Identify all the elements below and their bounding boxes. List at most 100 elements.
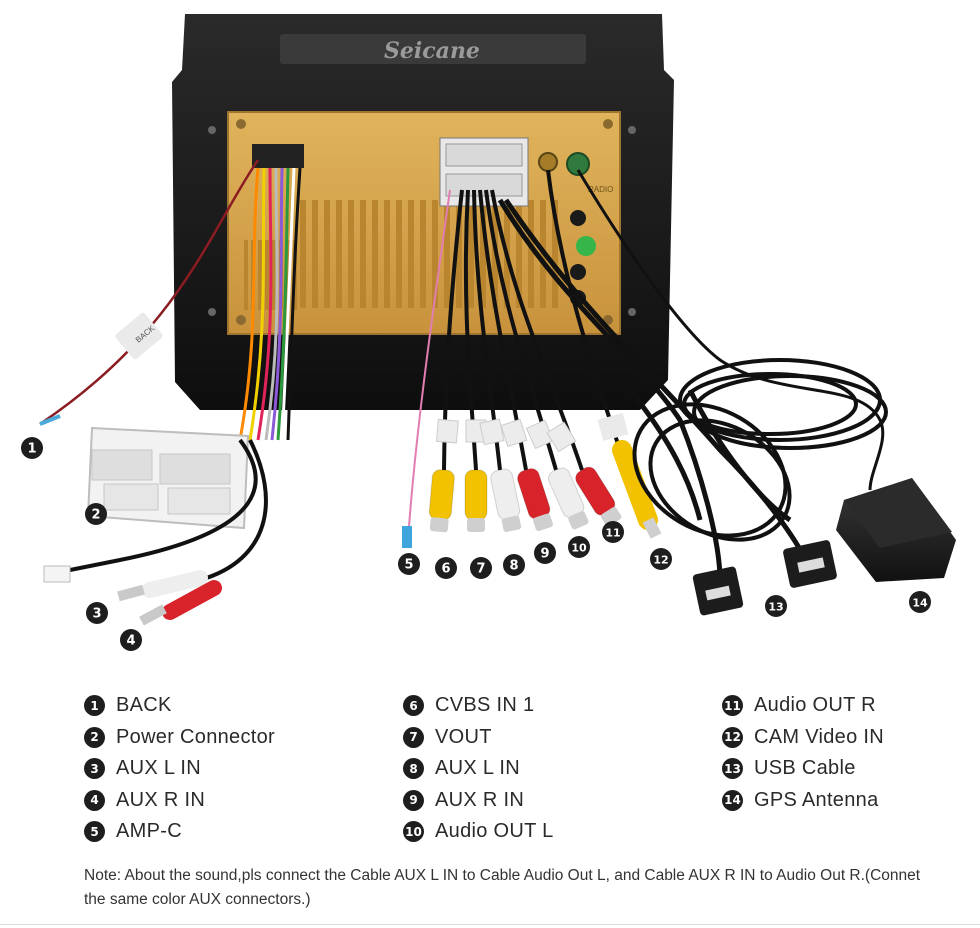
legend-label: AMP-C [116, 820, 182, 843]
brand-plate [280, 34, 586, 64]
usb-plug-2 [783, 540, 837, 588]
gps-cable-coil [632, 358, 888, 542]
svg-text:14: 14 [912, 597, 928, 610]
head-unit: Seicane RADIO [172, 14, 674, 410]
power-connector-plug [86, 426, 250, 530]
svg-text:3: 3 [92, 607, 101, 622]
legend-number-badge: 4 [84, 789, 105, 811]
legend-number-badge: 10 [403, 821, 424, 843]
svg-text:11: 11 [605, 527, 620, 540]
callout-7: 7 [470, 557, 492, 579]
svg-text:7: 7 [476, 562, 485, 577]
product-photo: Seicane RADIO BACK [21, 14, 956, 651]
legend-item: 5 AMP-C [84, 816, 275, 848]
legend-column-1: 1 BACK 2 Power Connector 3 AUX L IN 4 AUX R IN 5… [84, 690, 275, 848]
callout-1: 1 [21, 437, 43, 459]
legend-number-badge: 7 [403, 726, 424, 748]
callout-4: 4 [120, 629, 142, 651]
svg-text:6: 6 [441, 562, 450, 577]
legend-label: AUX L IN [435, 757, 521, 780]
callout-8: 8 [503, 554, 525, 576]
radio-port [538, 152, 558, 172]
callout-5: 5 [398, 553, 420, 575]
legend-label: AUX L IN [116, 757, 202, 780]
callout-12: 12 [650, 548, 672, 570]
legend-number-badge: 12 [722, 726, 743, 748]
cam-video-in-plug [612, 440, 662, 539]
aux-l-in-plug-left [117, 570, 208, 602]
legend-number-badge: 6 [403, 695, 424, 717]
legend-number-badge: 11 [722, 695, 743, 717]
legend-item: 9 AUX R IN [403, 785, 554, 817]
audio-out-r-plug [546, 421, 622, 527]
aux-r-in-plug [500, 418, 553, 531]
legend-item: 10 Audio OUT L [403, 816, 554, 848]
callout-14: 14 [909, 591, 931, 613]
legend-item: 1 BACK [84, 690, 275, 722]
legend-label: Audio OUT L [435, 820, 554, 843]
svg-text:9: 9 [540, 547, 549, 562]
svg-text:8: 8 [509, 559, 518, 574]
legend-label: BACK [116, 694, 172, 717]
amp-c-tip [402, 526, 412, 548]
svg-text:2: 2 [91, 508, 100, 523]
svg-text:13: 13 [768, 601, 783, 614]
legend-label: AUX R IN [435, 788, 525, 811]
usb-plug-1 [692, 566, 744, 616]
aux-r-in-plug-left [139, 580, 222, 626]
svg-text:5: 5 [404, 558, 413, 573]
legend-item: 6 CVBS IN 1 [403, 690, 554, 722]
legend-number-badge: 14 [722, 789, 743, 811]
legend-number-badge: 13 [722, 758, 743, 780]
callout-2: 2 [85, 503, 107, 525]
gps-port [566, 152, 590, 176]
svg-text:4: 4 [126, 634, 135, 649]
legend-item: 2 Power Connector [84, 722, 275, 754]
callout-9: 9 [534, 542, 556, 564]
back-wire-tip [39, 414, 61, 426]
callout-10: 10 [568, 536, 590, 558]
note-text: Note: About the sound,pls connect the Ca… [84, 867, 921, 908]
legend-label: CAM Video IN [754, 725, 884, 748]
cvbs-in-1-plug [428, 418, 459, 533]
amp-c-wire [407, 189, 451, 541]
legend-label: CVBS IN 1 [435, 694, 535, 717]
legend-label: Power Connector [116, 725, 276, 748]
legend-label: AUX R IN [116, 788, 206, 811]
svg-text:1: 1 [27, 442, 36, 457]
aux-l-in-plug [479, 418, 522, 532]
legend-number-badge: 9 [403, 789, 424, 811]
power-socket [252, 144, 304, 168]
callout-13: 13 [765, 595, 787, 617]
legend-column-3: 11 Audio OUT R 12 CAM Video IN 13 USB Cable 14… [722, 690, 884, 816]
legend-number-badge: 5 [84, 821, 105, 843]
legend-item: 13 USB Cable [722, 753, 884, 785]
legend-item: 4 AUX R IN [84, 785, 275, 817]
callout-3: 3 [86, 602, 108, 624]
legend-item: 12 CAM Video IN [722, 722, 884, 754]
vout-plug [464, 419, 488, 532]
bottom-divider [0, 924, 980, 925]
legend-label: Audio OUT R [754, 694, 876, 717]
callout-6: 6 [435, 557, 457, 579]
gps-antenna-puck [836, 478, 956, 582]
power-wire-bundle [238, 167, 302, 441]
legend-item: 11 Audio OUT R [722, 690, 884, 722]
back-wire [39, 159, 260, 426]
radio-label: RADIO [588, 185, 613, 194]
legend-label: GPS Antenna [754, 788, 879, 811]
legend-item: 8 AUX L IN [403, 753, 554, 785]
callout-11: 11 [602, 521, 624, 543]
legend-number-badge: 2 [84, 726, 105, 748]
svg-text:12: 12 [653, 554, 668, 567]
legend-number-badge: 8 [403, 758, 424, 780]
legend-number-badge: 1 [84, 695, 105, 717]
legend-number-badge: 3 [84, 758, 105, 780]
legend-label: USB Cable [754, 757, 856, 780]
back-tag [115, 312, 163, 360]
svg-text:10: 10 [571, 542, 587, 555]
amp-small-plug [43, 565, 71, 583]
brand-logo: Seicane [384, 38, 480, 64]
